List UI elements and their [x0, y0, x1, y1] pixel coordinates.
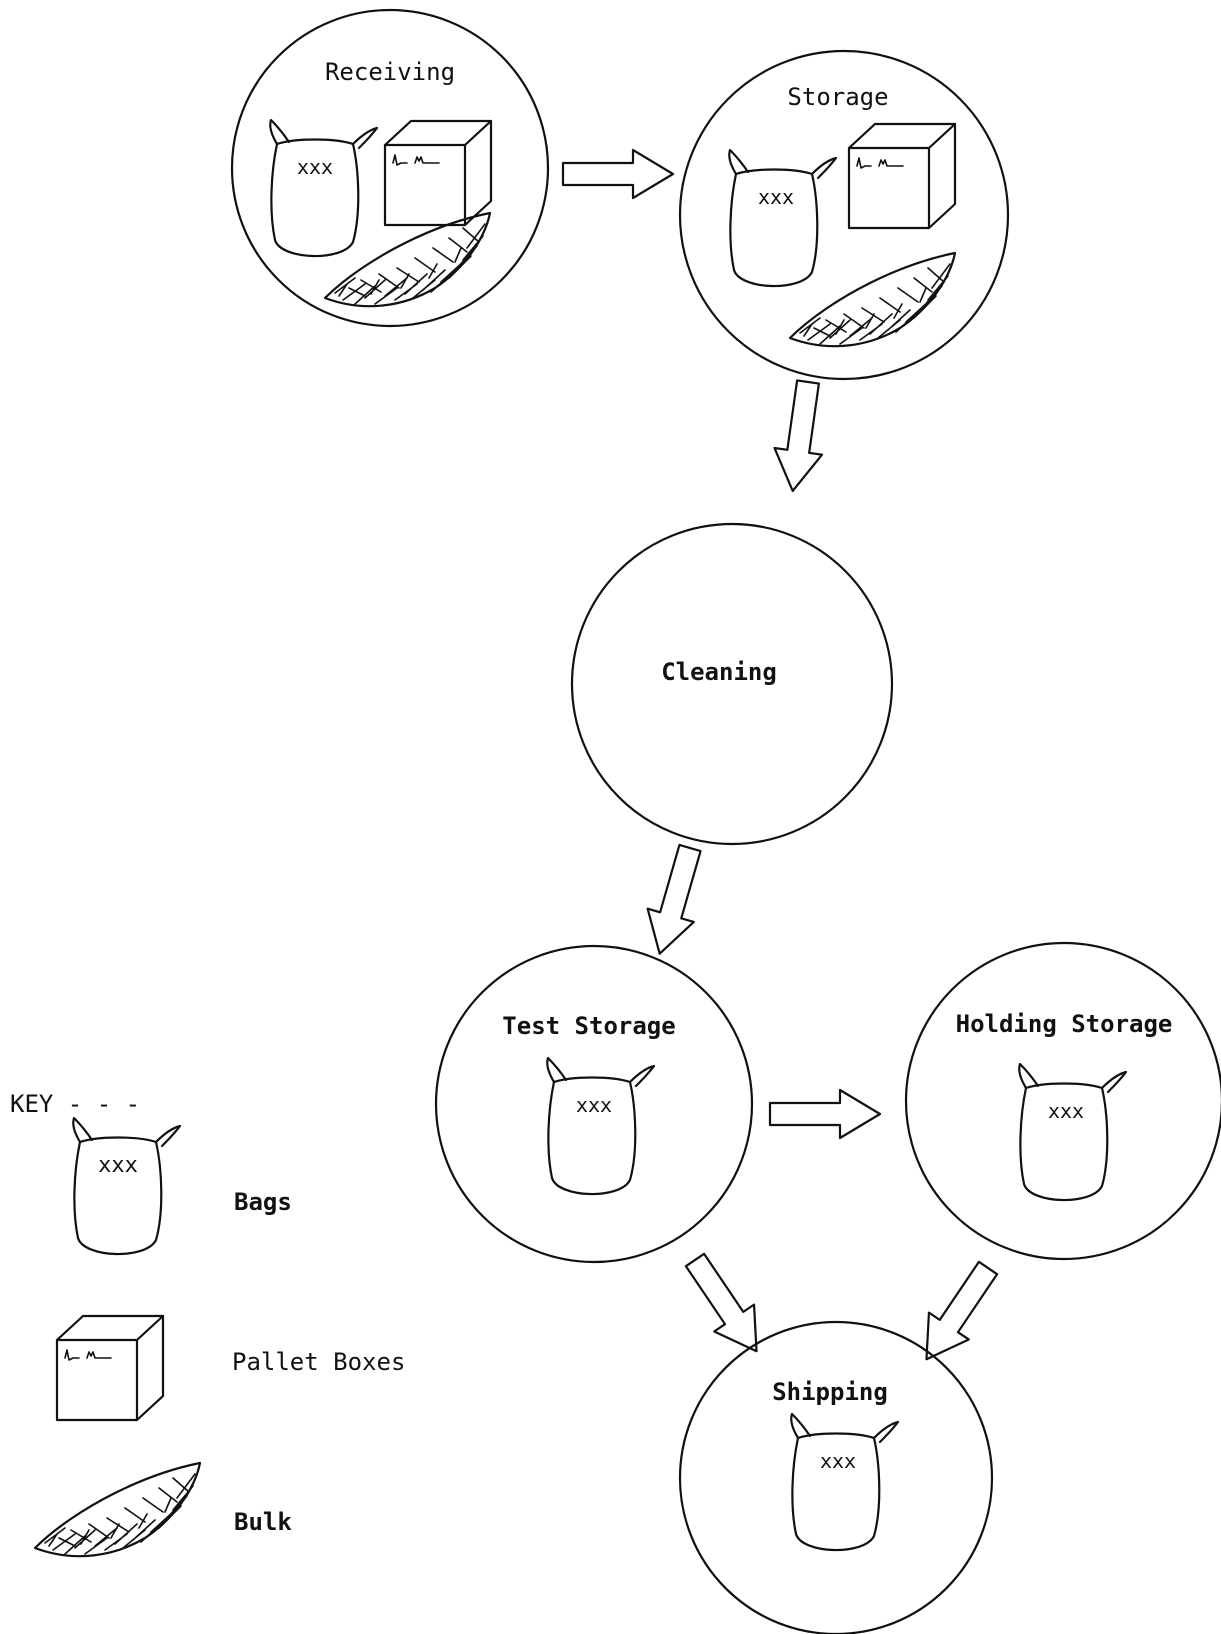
legend-bag-icon: xxx [73, 1118, 180, 1254]
arrow-storage-to-cleaning [769, 379, 832, 495]
arrow-test-to-holding [770, 1090, 880, 1138]
legend-pallet-boxes-label: Pallet Boxes [232, 1348, 405, 1376]
receiving-bulk-icon [325, 213, 490, 306]
stage-cleaning-label: Cleaning [661, 658, 777, 686]
storage-bag-icon: xxx [729, 150, 836, 286]
legend-title: KEY - - - [10, 1090, 140, 1118]
stage-test-storage: Test Storage xxx [436, 946, 752, 1262]
legend: KEY - - - xxx Bags Pallet Boxes Bulk [10, 1090, 405, 1556]
bag-mark: xxx [1048, 1099, 1084, 1123]
stage-storage-label: Storage [787, 83, 888, 111]
shipping-bag-icon: xxx [791, 1414, 898, 1550]
holding-storage-bag-icon: xxx [1019, 1064, 1126, 1200]
test-storage-bag-icon: xxx [547, 1058, 654, 1194]
stage-shipping-label: Shipping [772, 1378, 888, 1406]
receiving-bag-icon: xxx [270, 120, 377, 256]
arrow-holding-to-shipping [907, 1255, 1008, 1373]
bag-mark: xxx [576, 1093, 612, 1117]
storage-box-icon [849, 124, 955, 228]
arrow-cleaning-to-test-storage [637, 841, 713, 960]
stage-holding-storage-label: Holding Storage [956, 1010, 1173, 1038]
bag-mark: xxx [98, 1153, 138, 1178]
legend-box-icon [57, 1316, 163, 1420]
stage-holding-storage: Holding Storage xxx [906, 943, 1221, 1259]
stage-receiving: Receiving xxx [232, 10, 548, 326]
arrow-test-to-shipping [675, 1247, 776, 1365]
legend-bags-label: Bags [234, 1188, 292, 1216]
stage-shipping: Shipping xxx [680, 1322, 992, 1634]
stage-cleaning: Cleaning [572, 524, 892, 844]
stage-test-storage-label: Test Storage [502, 1012, 675, 1040]
legend-bulk-icon [35, 1463, 200, 1556]
legend-bulk-label: Bulk [234, 1508, 292, 1536]
stage-receiving-label: Receiving [325, 58, 455, 86]
receiving-box-icon [385, 121, 491, 225]
bag-mark: xxx [820, 1449, 856, 1473]
storage-bulk-icon [790, 253, 955, 346]
stage-storage: Storage xxx [680, 51, 1008, 379]
arrow-receiving-to-storage [563, 150, 673, 198]
bag-mark: xxx [297, 155, 333, 179]
bag-mark: xxx [758, 185, 794, 209]
